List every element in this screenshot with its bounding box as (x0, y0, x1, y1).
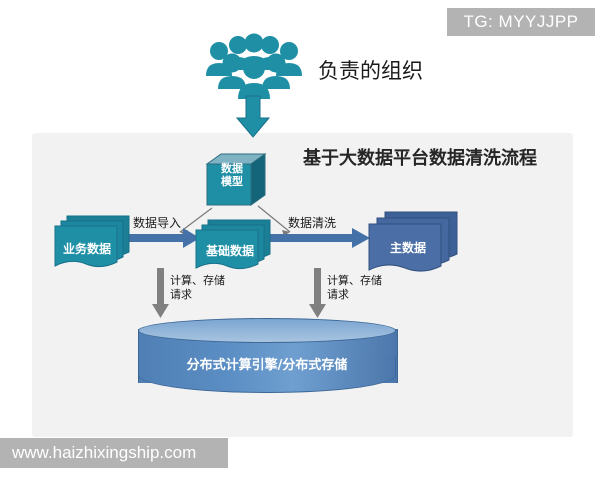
master-data-node: 主数据 (368, 211, 458, 272)
down-arrow-icon (235, 95, 271, 138)
data-model-label-line2: 模型 (221, 175, 243, 188)
data-model-label-line1: 数据 (221, 162, 243, 175)
storage-cylinder: 分布式计算引擎/分布式存储 (138, 318, 398, 394)
website-watermark: www.haizhixingship.com (0, 438, 228, 468)
group-of-people-icon (205, 33, 303, 100)
cylinder-top (138, 318, 396, 343)
cylinder-bottom (138, 356, 396, 393)
data-model-label: 数据 模型 (209, 162, 255, 188)
page-title: 基于大数据平台数据清洗流程 (303, 148, 537, 169)
base-data-node: 基础数据 (195, 219, 271, 270)
data-model-cube (203, 152, 269, 208)
compute-request-label-2-line1: 计算、存储 (327, 274, 382, 287)
compute-request-label-1: 计算、存储 请求 (170, 274, 225, 302)
compute-request-label-2-line2: 请求 (327, 288, 349, 301)
telegram-watermark: TG: MYYJJPP (447, 8, 595, 36)
cleansing-label: 数据清洗 (288, 216, 337, 230)
base-data-label: 基础数据 (205, 244, 254, 258)
master-data-label: 主数据 (389, 241, 426, 255)
org-title: 负责的组织 (318, 59, 423, 83)
compute-request-label-2: 计算、存储 请求 (327, 274, 382, 302)
compute-request-label-1-line1: 计算、存储 (170, 274, 225, 287)
compute-request-label-1-line2: 请求 (170, 288, 192, 301)
import-label: 数据导入 (133, 216, 182, 230)
business-data-label: 业务数据 (62, 242, 111, 256)
business-data-node: 业务数据 (54, 215, 130, 268)
storage-label: 分布式计算引擎/分布式存储 (186, 358, 348, 373)
